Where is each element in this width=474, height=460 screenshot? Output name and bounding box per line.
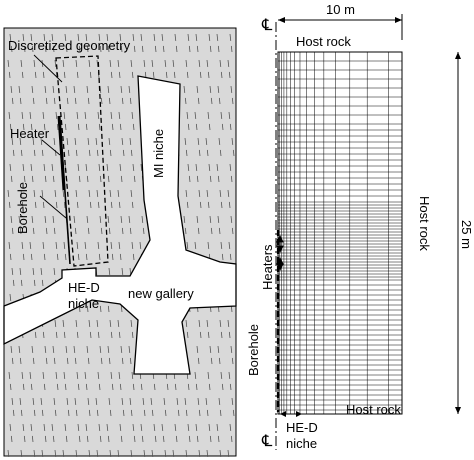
width-arrowhead-left: [278, 17, 285, 23]
heater-leader: [41, 139, 61, 156]
host-rock-top-label: Host rock: [296, 34, 351, 49]
height-arrowhead-top: [455, 52, 461, 59]
hed-niche-label-line2: niche: [68, 296, 99, 311]
centerline-symbol-top: ℄: [261, 17, 273, 34]
discretized-geometry-outline: [55, 55, 109, 267]
centerline-symbol-bottom: ℄: [261, 433, 273, 450]
hed-niche-mesh-label-line2: niche: [286, 436, 317, 451]
borehole-label: Borehole: [15, 182, 30, 234]
rock-map-panel: Discretized geometry Heater Borehole MI …: [3, 27, 237, 460]
heater-label: Heater: [10, 126, 50, 141]
borehole-leader: [39, 195, 67, 219]
heaters-label: Heaters: [260, 244, 275, 290]
height-arrowhead-bottom: [455, 407, 461, 414]
hed-niche-label-line1: HE-D: [68, 280, 100, 295]
heater-line: [57, 115, 66, 191]
discretized-geometry-label: Discretized geometry: [8, 38, 131, 53]
mesh-panel: ℄ ℄ 10 m 25 m Host rock Host rock Host r…: [246, 2, 474, 451]
borehole-mesh-label: Borehole: [246, 324, 261, 376]
height-dimension-label: 25 m: [459, 220, 474, 249]
mesh-grid: [278, 52, 402, 414]
host-rock-bottom-label: Host rock: [346, 402, 401, 417]
discretized-leader: [33, 54, 63, 83]
hed-niche-mesh-label-line1: HE-D: [286, 420, 318, 435]
width-dimension-label: 10 m: [326, 2, 355, 17]
mesh-outline: [277, 51, 403, 415]
gallery-and-niches: [3, 75, 237, 375]
new-gallery-label: new gallery: [128, 286, 194, 301]
hed-arrowhead-left: [280, 411, 286, 417]
hed-arrowhead-right: [296, 411, 302, 417]
host-rock-right-label: Host rock: [417, 196, 432, 251]
width-arrowhead-right: [395, 17, 402, 23]
mi-niche-label: MI niche: [151, 129, 166, 178]
rock-background: [3, 27, 237, 457]
